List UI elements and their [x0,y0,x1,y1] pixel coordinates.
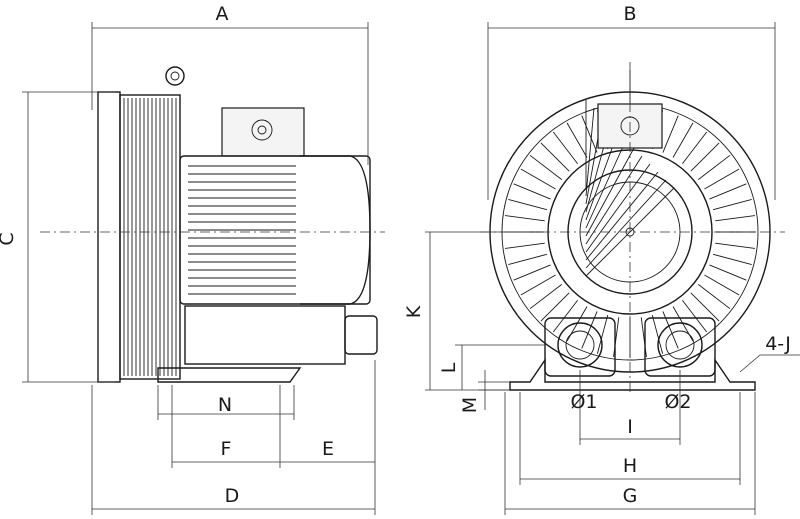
front-dimensions [425,22,800,515]
dim-label-f: F [221,438,232,460]
dim-label-g: G [623,485,638,507]
dim-label-i: I [627,416,633,438]
side-fins [123,98,177,376]
dim-label-k: K [403,305,425,318]
dim-label-a: A [216,3,229,25]
motor-fins [188,165,296,295]
dim-label-m: M [459,397,481,413]
front-fins [504,106,756,358]
dim-label-d: D [225,485,240,507]
dim-label-h: H [623,455,637,477]
dim-label-4j: 4-J [765,333,791,355]
front-view [480,62,785,392]
side-view [40,66,385,383]
dim-label-phi2: Ø2 [664,391,691,413]
dim-label-n: N [218,394,232,416]
dim-label-phi1: Ø1 [570,391,597,413]
dim-label-l: L [438,362,460,373]
side-dimensions [22,22,376,515]
dim-label-e: E [322,438,334,460]
dim-label-b: B [623,3,636,25]
dim-label-c: C [0,232,18,245]
